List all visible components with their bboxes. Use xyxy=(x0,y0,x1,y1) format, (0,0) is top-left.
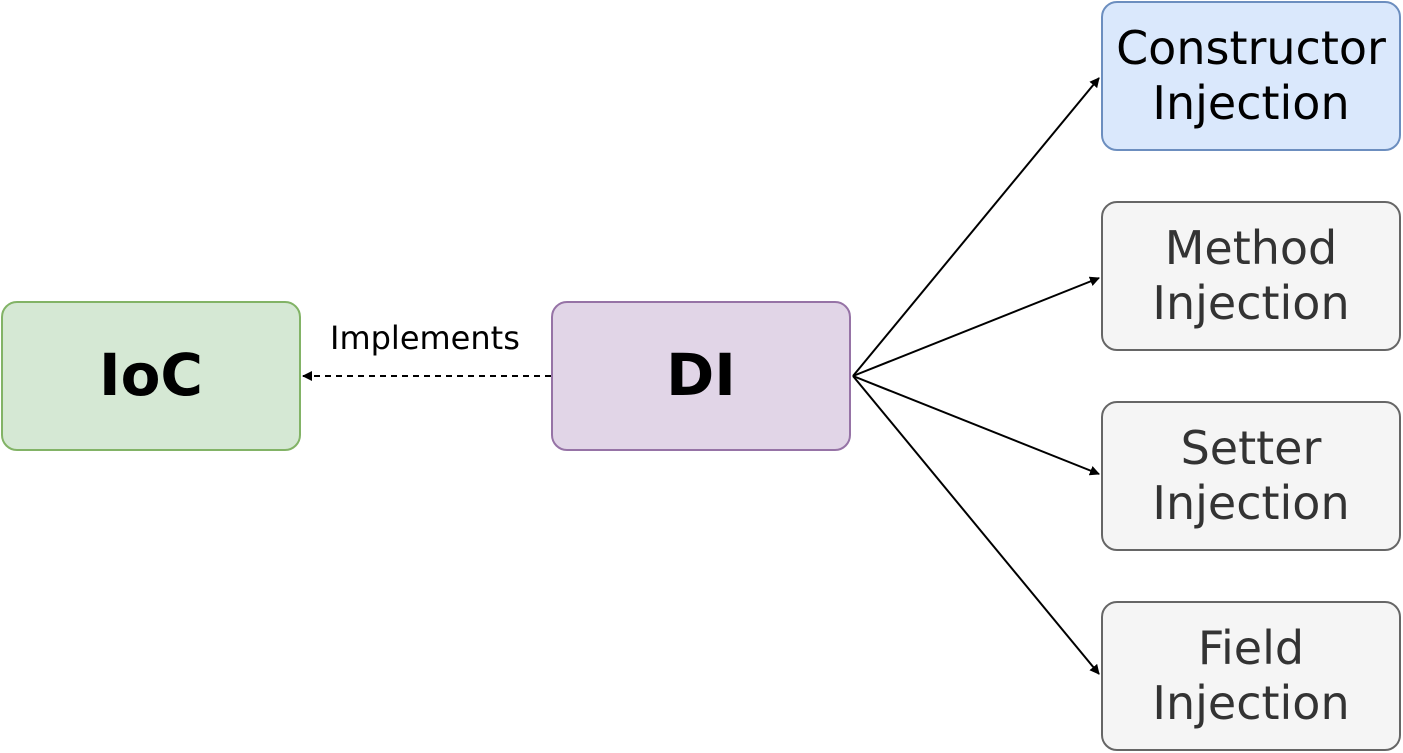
di-label: DI xyxy=(666,341,736,410)
implements-edge-label: Implements xyxy=(330,319,520,357)
field-injection-node[interactable]: Field Injection xyxy=(1101,601,1401,751)
constructor-injection-line1: Constructor xyxy=(1116,20,1386,75)
field-injection-line2: Injection xyxy=(1152,676,1350,730)
method-injection-line1: Method xyxy=(1164,220,1338,275)
setter-injection-node[interactable]: Setter Injection xyxy=(1101,401,1401,551)
ioc-node[interactable]: IoC xyxy=(1,301,301,451)
ioc-label: IoC xyxy=(99,341,203,410)
field-injection-line1: Field xyxy=(1197,620,1305,675)
edge-di-to-method xyxy=(852,276,1100,377)
method-injection-node[interactable]: Method Injection xyxy=(1101,201,1401,351)
di-node[interactable]: DI xyxy=(551,301,851,451)
edge-di-to-constructor xyxy=(852,77,1100,377)
setter-injection-line2: Injection xyxy=(1152,476,1350,530)
method-injection-line2: Injection xyxy=(1152,276,1350,330)
constructor-injection-node[interactable]: Constructor Injection xyxy=(1101,1,1401,151)
edge-di-to-field xyxy=(852,375,1100,675)
constructor-injection-line2: Injection xyxy=(1152,76,1350,130)
edge-di-to-setter xyxy=(852,375,1100,476)
setter-injection-line1: Setter xyxy=(1180,420,1322,475)
